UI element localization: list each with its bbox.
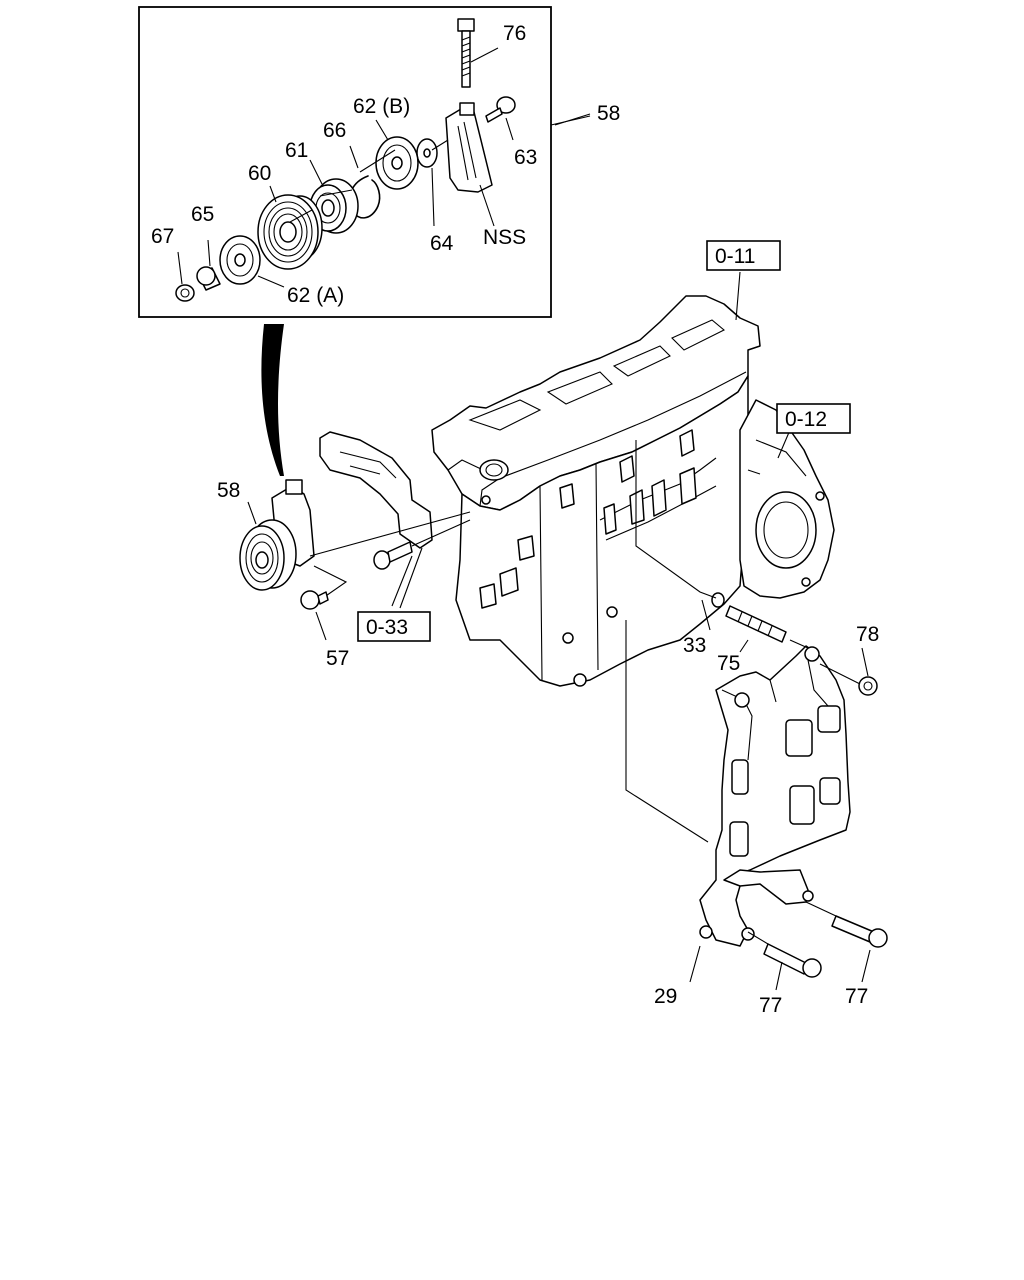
detail-pointer [261, 324, 284, 476]
callout-61: 61 [285, 139, 308, 162]
callout-29: 29 [654, 985, 677, 1008]
dust-plate-62a [219, 235, 261, 285]
spacer-65 [196, 266, 221, 291]
callout-77-right: 77 [845, 985, 868, 1008]
callout-76: 76 [503, 22, 526, 45]
callout-57: 57 [326, 647, 349, 670]
callout-60: 60 [248, 162, 271, 185]
callout-62b: 62 (B) [353, 95, 410, 118]
bolt-77-right [831, 915, 888, 948]
svg-text:0-11: 0-11 [715, 245, 755, 268]
pulley-60 [257, 194, 323, 270]
washer-64 [416, 138, 438, 168]
callout-67: 67 [151, 225, 174, 248]
idler-pulley-exploded-inset: 76 58 62 (B) 66 61 60 63 65 67 64 NSS 62… [138, 6, 620, 318]
svg-text:0-12: 0-12 [785, 408, 827, 431]
nut-67 [175, 284, 195, 302]
cylinder-block [431, 295, 835, 687]
stud-75 [725, 605, 787, 643]
ref-box-0-11: 0-11 [706, 240, 781, 271]
callout-58-main: 58 [217, 479, 240, 502]
callout-58-inset: 58 [597, 102, 620, 125]
callout-33: 33 [683, 634, 706, 657]
bolt-63 [485, 96, 516, 123]
bearing-61 [309, 178, 359, 234]
callout-66: 66 [323, 119, 346, 142]
callout-63: 63 [514, 146, 537, 169]
callout-65: 65 [191, 203, 214, 226]
callout-75: 75 [717, 652, 740, 675]
callout-77-left: 77 [759, 994, 782, 1017]
ref-box-0-33: 0-33 [357, 611, 431, 642]
washer-33 [711, 592, 725, 608]
nut-78 [858, 676, 878, 696]
engine-mount-bracket [699, 645, 851, 947]
dust-plate-62b [375, 136, 419, 190]
callout-62a: 62 (A) [287, 284, 344, 307]
tensioner-bracket-nss [445, 102, 493, 193]
svg-text:0-33: 0-33 [366, 616, 408, 639]
bolt-76 [457, 18, 475, 88]
bolt-77-lower [763, 943, 822, 978]
callout-nss: NSS [483, 226, 526, 249]
callout-64: 64 [430, 232, 454, 255]
ref-box-0-12: 0-12 [776, 403, 851, 434]
callout-78: 78 [856, 623, 879, 646]
idler-pulley-assembly-58 [239, 431, 471, 610]
